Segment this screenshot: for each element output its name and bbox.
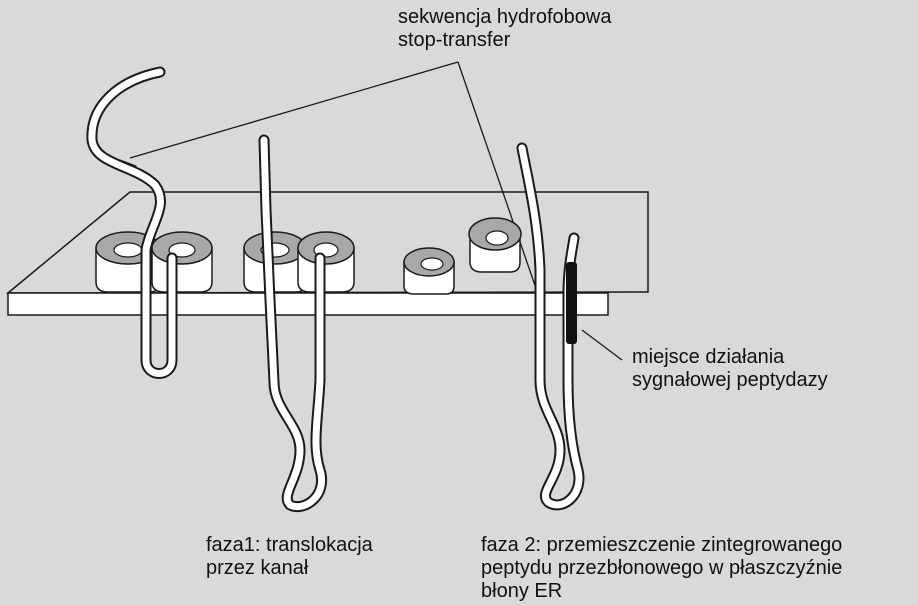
label-line: faza1: translokacja [206, 534, 373, 557]
label-phase1: faza1: translokacja przez kanał [206, 534, 373, 580]
label-line: faza 2: przemieszczenie zintegrowanego [481, 534, 842, 557]
pointer-line-to-phase0 [130, 62, 458, 158]
label-line: sygnałowej peptydazy [632, 369, 828, 392]
label-hydrophobic-stop-transfer: sekwencja hydrofobowa stop-transfer [398, 6, 611, 52]
label-signal-peptidase-site: miejsce działania sygnałowej peptydazy [632, 346, 828, 392]
label-line: stop-transfer [398, 29, 611, 52]
label-line: miejsce działania [632, 346, 828, 369]
label-line: sekwencja hydrofobowa [398, 6, 611, 29]
signal-peptide-segment [566, 262, 577, 344]
label-phase2: faza 2: przemieszczenie zintegrowanego p… [481, 534, 842, 603]
label-line: peptydu przezbłonowego w płaszczyźnie [481, 557, 842, 580]
membrane-slab [8, 293, 608, 315]
pointer-line-peptidase [582, 330, 622, 360]
translocon-channel-2 [244, 232, 354, 292]
label-line: błony ER [481, 580, 842, 603]
translocon-channel-1 [96, 232, 212, 292]
label-line: przez kanał [206, 557, 373, 580]
